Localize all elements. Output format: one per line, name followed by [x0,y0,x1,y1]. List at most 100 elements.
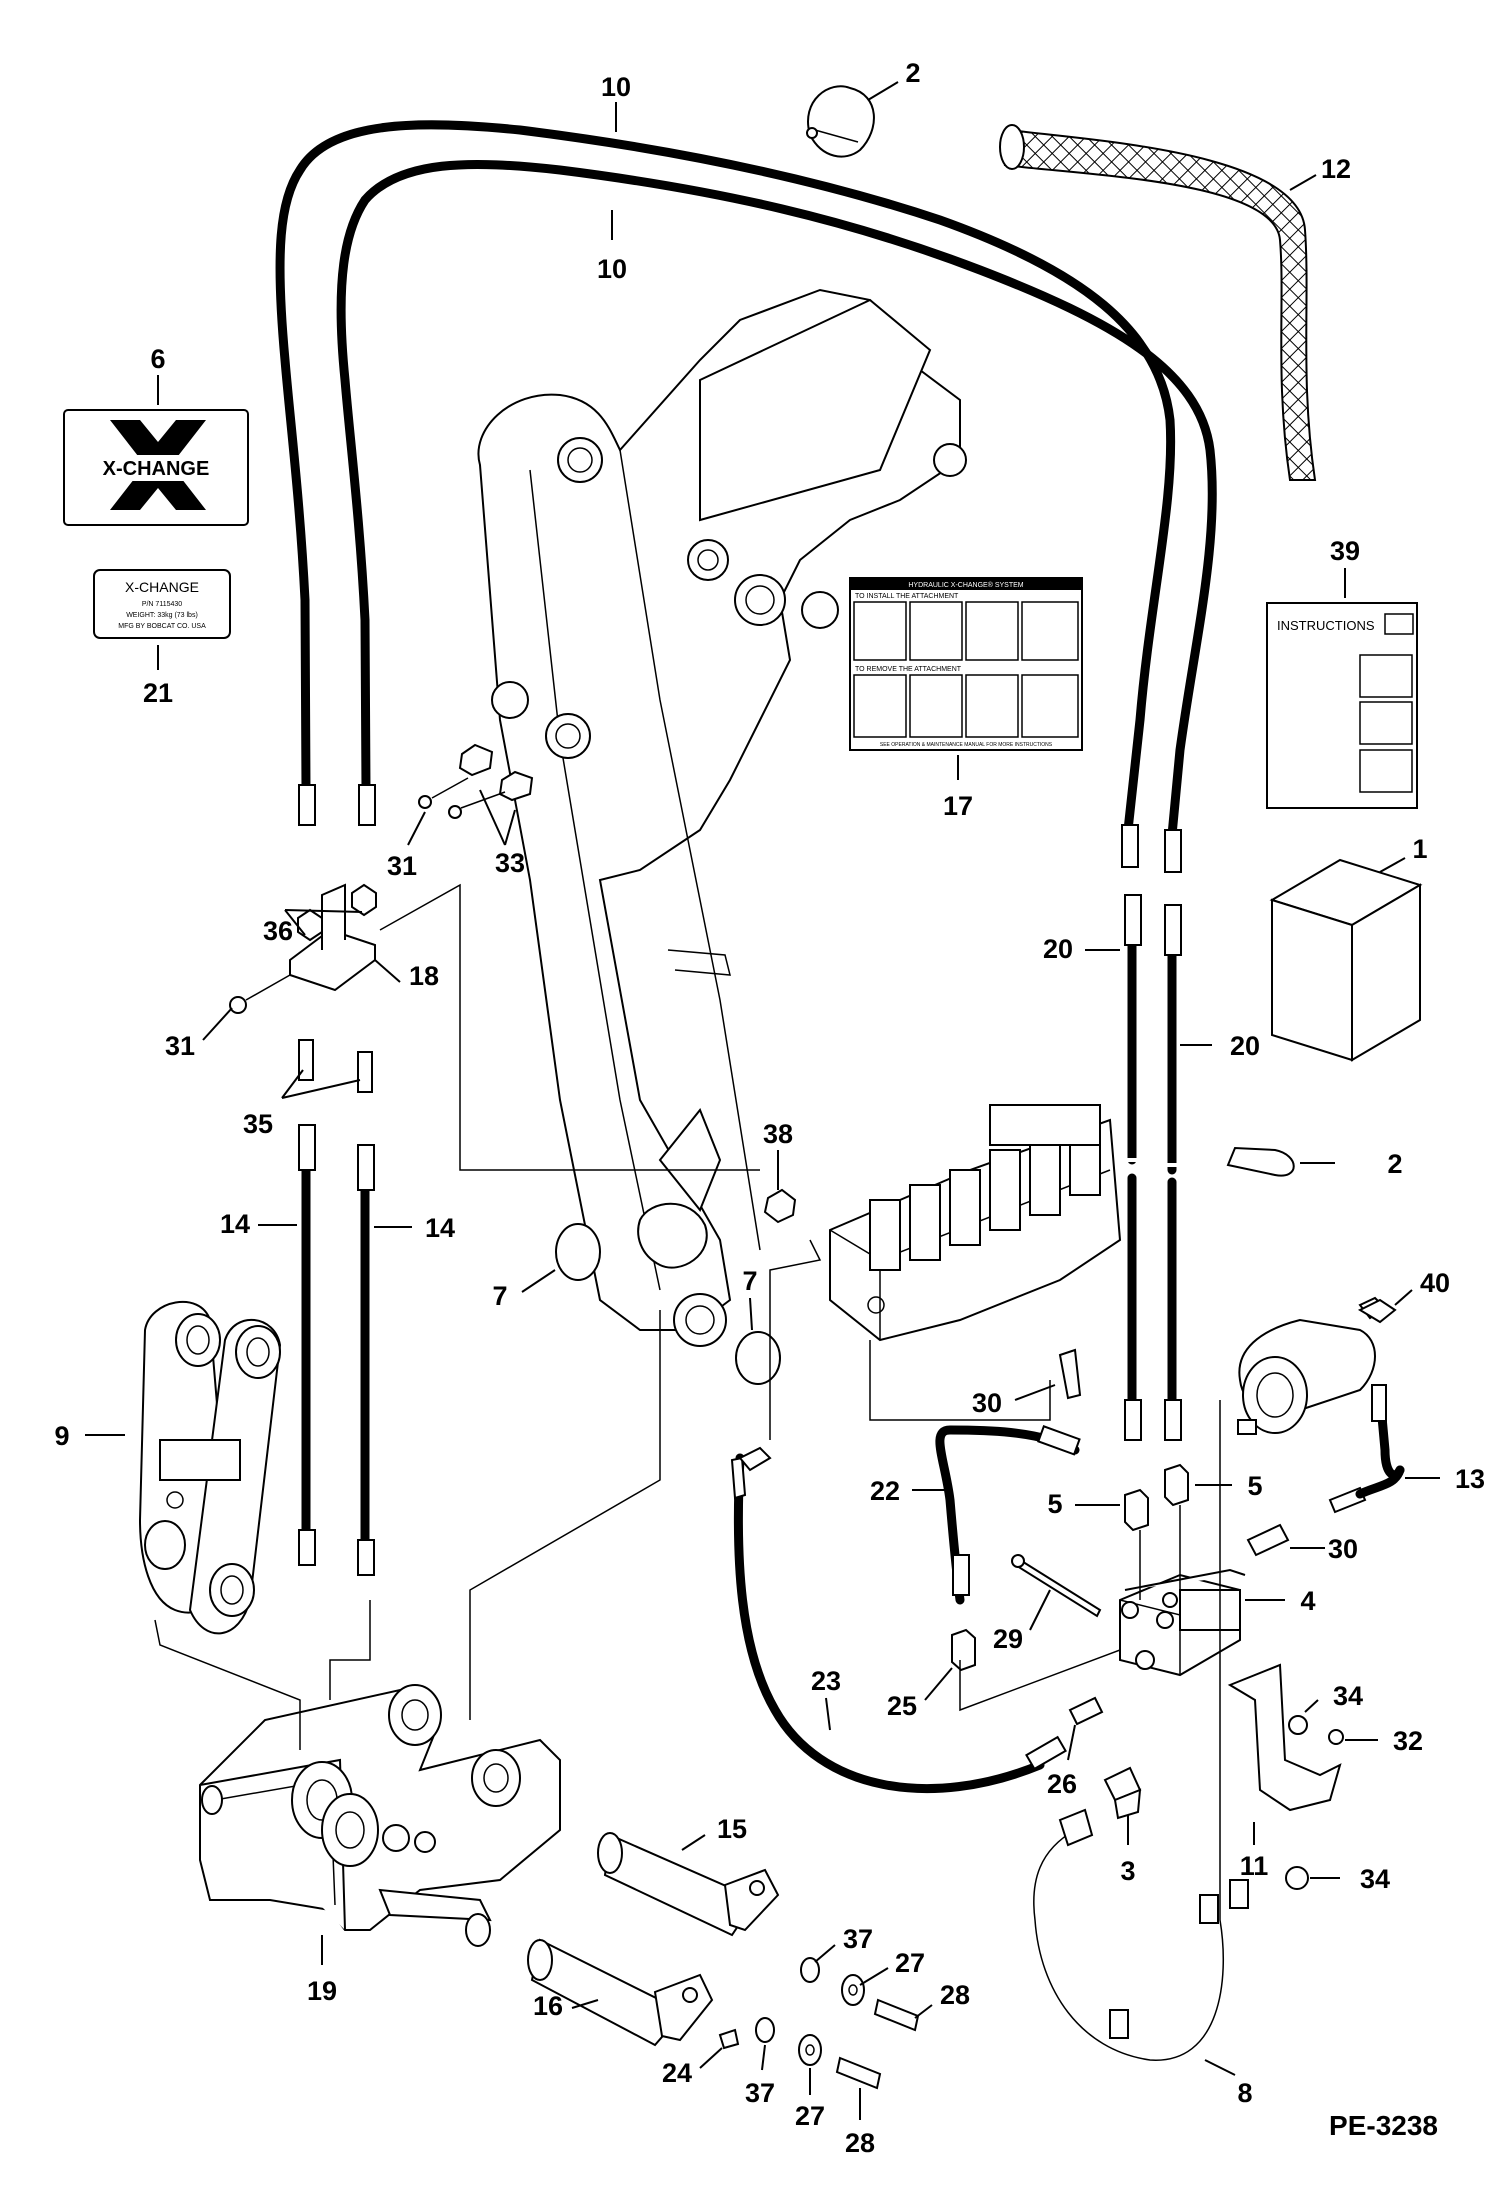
callouts: 10 10 2 12 6 21 39 17 31 33 1 36 [54,58,1485,2158]
elbow-40 [1357,1298,1397,1324]
instructions-sheet: INSTRUCTIONS [1266,602,1418,809]
decal-label-line2: WEIGHT: 33kg (73 lbs) [126,612,198,619]
callout-13: 13 [1455,1464,1485,1494]
hose-clamp-top [806,85,875,158]
elbow-fitting [763,1188,797,1224]
callout-16: 16 [533,1991,563,2021]
o-ring [555,1223,601,1281]
fitting-26 [1068,1696,1104,1726]
callout-20: 20 [1043,934,1073,964]
callout-29: 29 [993,1624,1023,1654]
callout-21: 21 [143,678,173,708]
callout-34: 34 [1333,1681,1363,1711]
callout-7: 7 [742,1266,757,1296]
callout-14: 14 [220,1209,250,1239]
callout-2: 2 [1387,1149,1402,1179]
callout-26: 26 [1047,1769,1077,1799]
callout-37: 37 [745,2078,775,2108]
callout-30: 30 [972,1388,1002,1418]
callout-27: 27 [895,1948,925,1978]
callout-15: 15 [717,1814,747,1844]
long-hose-pair [275,120,1217,873]
adapter-fitting [357,1051,373,1093]
hose-end-fitting [1164,829,1182,873]
mount-bracket [1227,1663,1344,1890]
callout-17: 17 [943,791,973,821]
decal-label-title: X-CHANGE [125,579,199,595]
callout-11: 11 [1240,1851,1269,1881]
control-valve [829,1104,1122,1342]
callout-35: 35 [243,1109,273,1139]
hose-end-fitting [1121,824,1139,868]
x-change-logo-decal: X-CHANGE [63,409,249,526]
callout-5: 5 [1047,1489,1062,1519]
straight-fitting-30 [1246,1523,1290,1557]
callout-31: 31 [387,851,417,881]
wire-harness [1033,1400,1249,2061]
callout-10: 10 [601,72,631,102]
coupler-pin-lower [527,1938,714,2047]
callout-23: 23 [811,1666,841,1696]
callout-2: 2 [905,58,920,88]
callout-34: 34 [1360,1864,1390,1894]
adapter-5 [1124,1488,1149,1532]
decal-label-line3: MFG BY BOBCAT CO. USA [118,623,206,630]
callout-36: 36 [263,916,293,946]
system-decal-section1: TO INSTALL THE ATTACHMENT [855,593,959,600]
callout-38: 38 [763,1119,793,1149]
callout-30: 30 [1328,1534,1358,1564]
assembly-reference-lines [154,883,1181,1750]
kit-box [1269,858,1423,1062]
protective-sleeve [999,124,1317,481]
callout-32: 32 [1393,1726,1423,1756]
callout-40: 40 [1420,1268,1450,1298]
bucket-link [138,1301,282,1635]
callout-18: 18 [409,961,439,991]
bolt-head [1011,1554,1025,1568]
hose-13 [1328,1384,1405,1514]
straight-fitting [1058,1348,1082,1400]
fitting-25 [951,1628,976,1672]
callout-27: 27 [795,2101,825,2131]
callout-9: 9 [54,1421,69,1451]
hose-end-fitting [358,784,376,826]
callout-5: 5 [1247,1471,1262,1501]
system-instruction-decal: HYDRAULIC X-CHANGE® SYSTEM TO INSTALL TH… [849,577,1083,751]
callout-33: 33 [495,848,525,878]
clamp-set [418,743,534,819]
coupler-pin-upper [597,1832,780,1937]
callout-6: 6 [150,344,165,374]
callout-14: 14 [425,1213,455,1243]
callout-28: 28 [845,2128,875,2158]
hose-bracket [229,883,377,1014]
excavator-arm [477,288,967,1347]
motor-pump [1237,1296,1387,1435]
callout-31: 31 [165,1031,195,1061]
decal-label-line1: P/N 7115430 [142,601,182,608]
callout-3: 3 [1120,1856,1135,1886]
callout-7: 7 [492,1281,507,1311]
o-ring [735,1331,781,1385]
hose-23 [730,1446,1067,1794]
callout-19: 19 [307,1976,337,2006]
drawing-id: PE-3238 [1329,2110,1438,2141]
hose-20-pair [1122,894,1182,1441]
bolt-29 [1015,1558,1102,1618]
pin-hardware [718,1957,920,2090]
callout-37: 37 [843,1924,873,1954]
callout-10: 10 [597,254,627,284]
system-decal-section2: TO REMOVE THE ATTACHMENT [855,666,962,673]
x-change-coupler [199,1684,561,1947]
callout-8: 8 [1237,2078,1252,2108]
short-hose-pair [298,1124,375,1576]
instructions-title: INSTRUCTIONS [1277,618,1375,633]
valve-block [1119,1568,1246,1677]
callout-22: 22 [870,1476,900,1506]
system-decal-title: HYDRAULIC X-CHANGE® SYSTEM [908,581,1023,589]
tie-strap [1226,1146,1295,1177]
hose-end-fitting [298,784,316,826]
callout-25: 25 [887,1691,917,1721]
weight-label-decal: X-CHANGE P/N 7115430 WEIGHT: 33kg (73 lb… [93,569,231,639]
